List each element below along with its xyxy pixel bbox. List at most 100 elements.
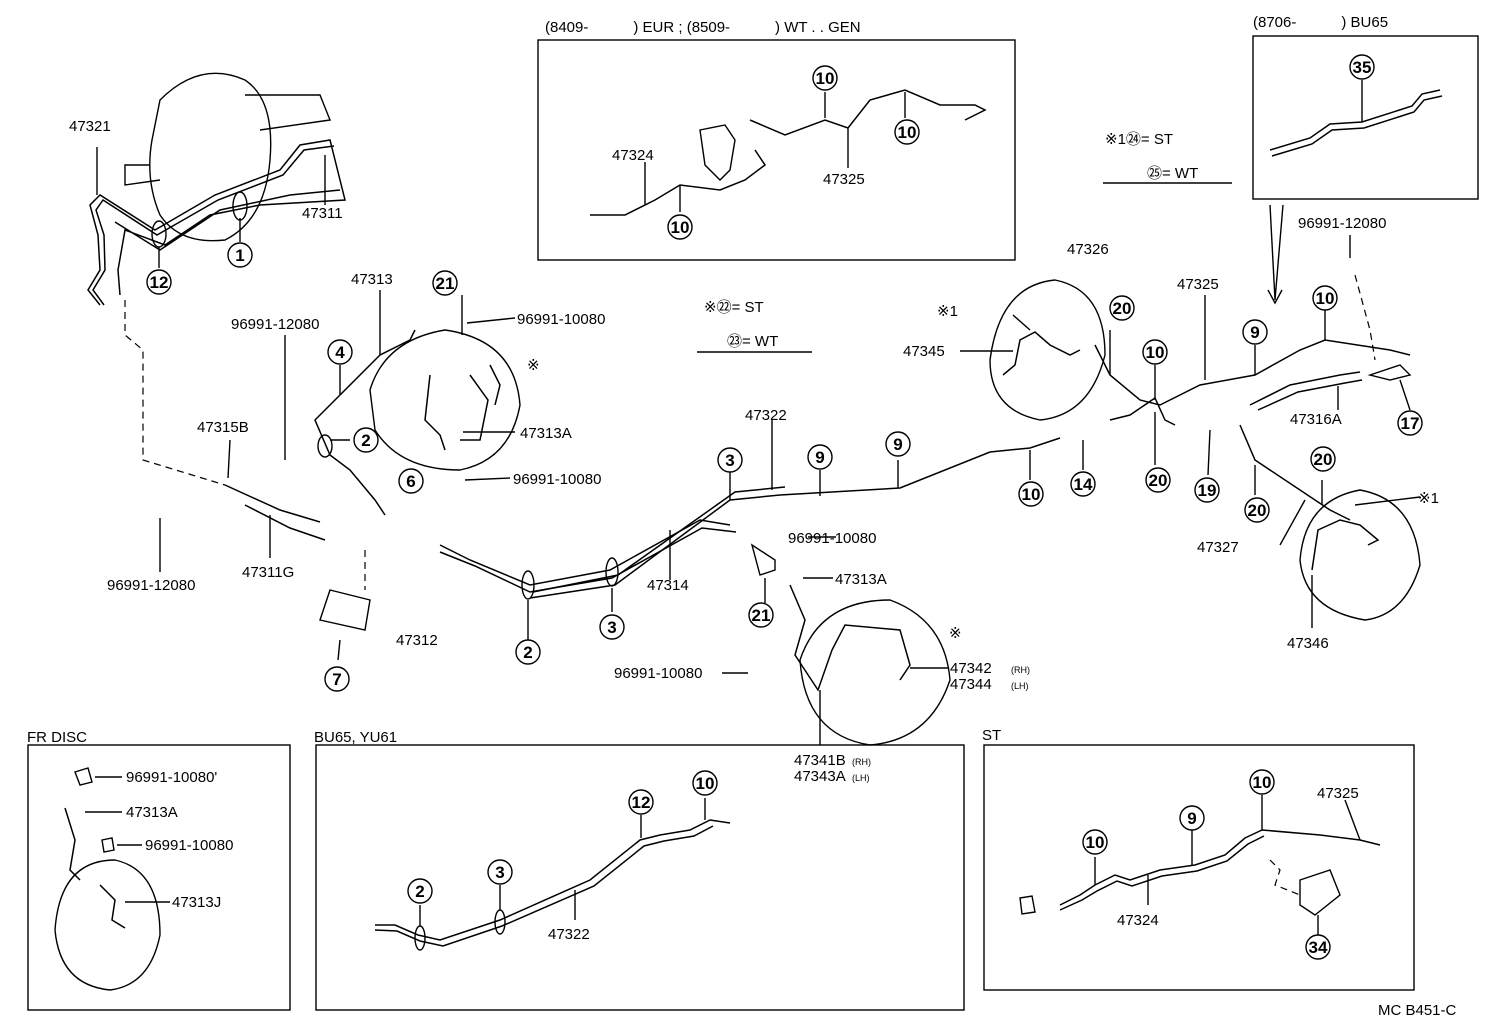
inset-title-bu65-top: (8706- ) BU65	[1253, 14, 1388, 31]
callout-10-c	[1312, 285, 1338, 311]
callout-10-eur-b	[894, 119, 920, 145]
clip-96991-10080-c: 96991-10080	[788, 530, 876, 547]
clip-96991-12080-b: 96991-12080	[107, 577, 195, 594]
callout-34	[1305, 934, 1331, 960]
callout-10-eur-b-text: 10	[898, 123, 917, 142]
st-tube-b	[1059, 835, 1265, 911]
callout-2-left-text: 2	[361, 431, 370, 450]
callout-9-st-text: 9	[1187, 809, 1196, 828]
callout-10-b	[1142, 339, 1168, 365]
callout-10-c-text: 10	[1316, 289, 1335, 308]
callout-35	[1349, 54, 1375, 80]
callouts: 1 12 4 2 21 6 7 2 3 3 9 9 21 10 14 20 19…	[146, 54, 1423, 960]
callout-3-main-text: 3	[607, 618, 616, 637]
part-47325-eur: 47325	[823, 171, 865, 188]
callout-4-text: 4	[335, 343, 345, 362]
bu65-yu61-tube-a	[375, 819, 731, 941]
callout-12-bu	[628, 789, 654, 815]
callout-10-st-a	[1082, 829, 1108, 855]
callout-2-main	[515, 639, 541, 665]
callout-3-bu-text: 3	[495, 863, 504, 882]
callout-20-d-text: 20	[1113, 299, 1132, 318]
fr-disc-drawing	[54, 767, 161, 991]
callout-9-c-text: 9	[1250, 323, 1259, 342]
callout-20-d	[1109, 295, 1135, 321]
callout-20-a	[1145, 467, 1171, 493]
clamp-2-left	[317, 434, 333, 458]
callout-7-text: 7	[332, 670, 341, 689]
part-47313J: 47313J	[172, 894, 221, 911]
callout-9-a-text: 9	[815, 448, 824, 467]
callout-10-a	[1018, 481, 1044, 507]
callout-10-a-text: 10	[1022, 485, 1041, 504]
callout-10-st-b-text: 10	[1253, 773, 1272, 792]
bu65-top-tube-b	[1271, 95, 1443, 157]
callout-14	[1070, 471, 1096, 497]
front-tubes-group	[87, 139, 346, 306]
callout-17	[1397, 410, 1423, 436]
inset-box-bu65-yu61	[315, 744, 965, 1011]
callout-6	[398, 468, 424, 494]
rear-right-group	[989, 279, 1421, 621]
callout-14-text: 14	[1074, 475, 1093, 494]
part-47311: 47311	[302, 205, 343, 222]
callout-21-a-text: 21	[436, 274, 455, 293]
callout-2-main-text: 2	[523, 643, 532, 662]
mark-asterisk-b: ※	[949, 625, 962, 642]
drawing-code: MC B451-C	[1378, 1002, 1457, 1019]
inset-box-bu65-top	[1252, 35, 1479, 200]
clip-96991-12080-a: 96991-12080	[231, 316, 319, 333]
part-47324-st: 47324	[1117, 912, 1159, 929]
part-47345: 47345	[903, 343, 945, 360]
callout-10-eur-a	[812, 65, 838, 91]
part-47326: 47326	[1067, 241, 1109, 258]
note-22-st: ※㉒= ST	[704, 299, 764, 316]
part-47312: 47312	[396, 632, 438, 649]
part-47325-st: 47325	[1317, 785, 1359, 802]
callout-10-st-b	[1249, 769, 1275, 795]
eur-inset-tubes	[590, 89, 987, 216]
callout-10-b-text: 10	[1146, 343, 1165, 362]
mark-1-b: ※1	[1418, 490, 1439, 507]
clip-96991-10080-fr-a: 96991-10080'	[126, 769, 217, 786]
callout-21-b	[748, 602, 774, 628]
inset-box-eur	[537, 39, 1016, 261]
clip-96991-10080-fr-b: 96991-10080	[145, 837, 233, 854]
part-47325-main: 47325	[1177, 276, 1219, 293]
part-47344: 47344	[950, 676, 992, 693]
mark-asterisk-a: ※	[527, 357, 540, 374]
part-47313: 47313	[351, 271, 393, 288]
callout-3-bu	[487, 859, 513, 885]
note-1-24-st: ※1㉔= ST	[1105, 131, 1173, 148]
callout-34-text: 34	[1309, 938, 1328, 957]
note-1-25-wt: ㉕= WT	[1147, 165, 1198, 182]
part-47321: 47321	[69, 118, 111, 135]
part-47322-main: 47322	[745, 407, 787, 424]
clamp-3-main	[605, 557, 619, 587]
callout-9-st	[1179, 805, 1205, 831]
callout-6-text: 6	[406, 472, 415, 491]
callout-12-top	[146, 269, 172, 295]
inset-box-fr-disc	[27, 744, 291, 1011]
callout-10-bu-text: 10	[696, 774, 715, 793]
st-tube-a	[1059, 829, 1381, 906]
bu65-yu61-tube-b	[374, 825, 714, 947]
clamp-2-main	[521, 570, 535, 600]
st-valve-34	[1299, 869, 1341, 916]
part-47314: 47314	[647, 577, 689, 594]
callout-12-bu-text: 12	[632, 793, 651, 812]
part-47311G: 47311G	[242, 564, 294, 581]
clip-96991-10080-b: 96991-10080	[513, 471, 601, 488]
part-47346: 47346	[1287, 635, 1329, 652]
part-47341B: 47341B	[794, 752, 846, 769]
leader-dashed-left	[124, 300, 226, 486]
note-23-wt: ㉓= WT	[727, 333, 778, 350]
callout-9-b-text: 9	[893, 435, 902, 454]
clip-96991-12080-c: 96991-12080	[1298, 215, 1386, 232]
clip-96991-10080-d: 96991-10080	[614, 665, 702, 682]
callout-4	[327, 339, 353, 365]
brake-booster-drawing	[124, 72, 331, 242]
callout-19-text: 19	[1198, 481, 1217, 500]
callout-10-bu	[692, 770, 718, 796]
